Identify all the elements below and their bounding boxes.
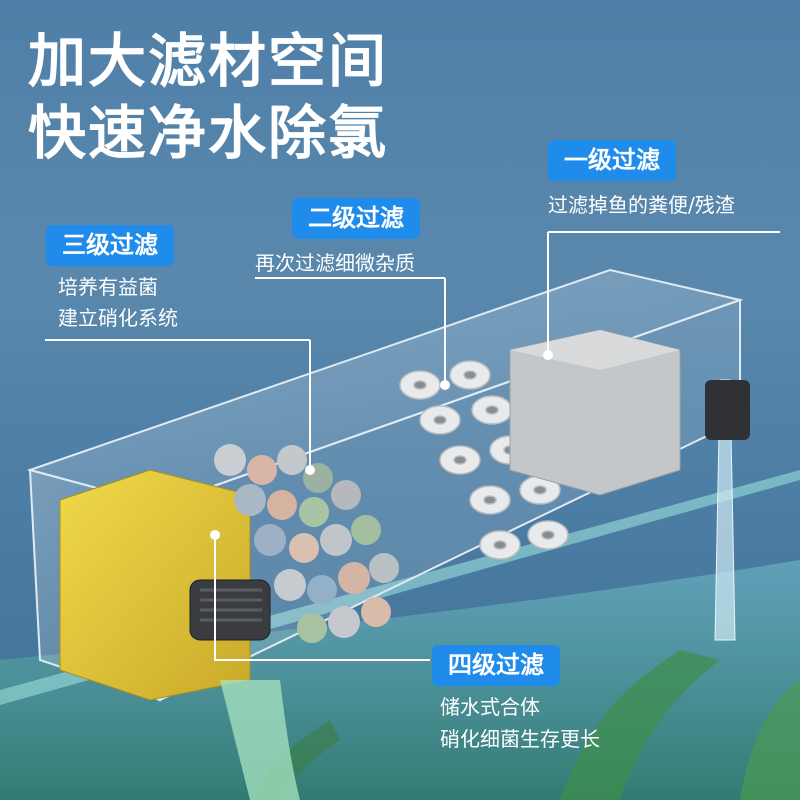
marker-dot (543, 350, 553, 360)
stage4-badge: 四级过滤 (432, 645, 560, 686)
stage1-badge: 一级过滤 (548, 140, 676, 181)
headline-line2: 快速净水除氯 (28, 99, 389, 167)
aquarium-plant (560, 650, 720, 800)
headline-line1: 加大滤材空间 (28, 27, 389, 95)
aquarium-plant (740, 680, 800, 800)
stage4-desc-line1: 储水式合体 (440, 695, 540, 719)
stage3-desc-line1: 培养有益菌 (58, 275, 158, 299)
leader-lines (45, 231, 780, 661)
stage3-desc-line2: 建立硝化系统 (58, 306, 178, 330)
stage3-badge: 三级过滤 (46, 225, 174, 266)
stage2-desc: 再次过滤细微杂质 (255, 251, 415, 275)
stage2-badge: 二级过滤 (292, 198, 420, 239)
marker-dot (440, 380, 450, 390)
stage4-desc-line2: 硝化细菌生存更长 (440, 727, 600, 751)
stage1-desc: 过滤掉鱼的粪便/残渣 (548, 193, 735, 217)
marker-dot (210, 530, 220, 540)
marker-dot (305, 465, 315, 475)
ceramic-balls (214, 444, 399, 643)
waterfall (220, 680, 300, 800)
